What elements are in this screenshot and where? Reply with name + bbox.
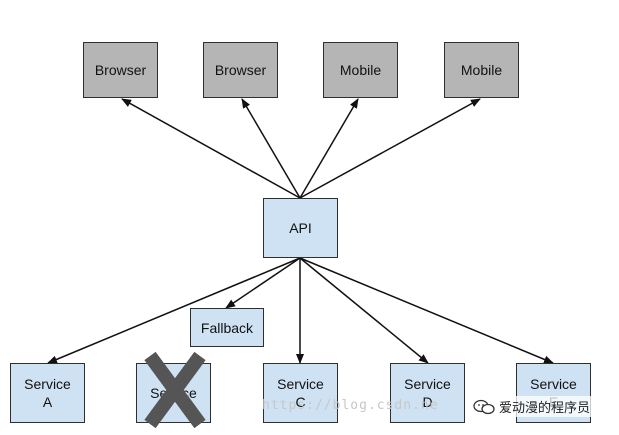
api-label: API — [289, 220, 312, 236]
edge-api-service-d — [299, 257, 429, 364]
client-label: Mobile — [460, 62, 503, 78]
client-mobile-1: Mobile — [323, 42, 398, 98]
fallback-node: Fallback — [190, 308, 264, 347]
service-label: Service — [530, 376, 577, 392]
service-id: A — [42, 394, 53, 410]
edge-api-mobile-1 — [299, 98, 359, 199]
edge-api-fallback — [225, 257, 301, 309]
client-mobile-2: Mobile — [444, 42, 519, 98]
edge-api-mobile-2 — [299, 98, 481, 199]
service-a: Service A — [10, 363, 85, 423]
watermark-url: https://blog.csdn.ne — [262, 398, 439, 413]
client-browser-1: Browser — [83, 42, 158, 98]
service-id: D — [422, 394, 433, 410]
service-label: Service — [277, 376, 324, 392]
brand-text: 爱动漫的程序员 — [499, 401, 591, 416]
fallback-label: Fallback — [200, 319, 254, 336]
edge-api-service-a — [47, 257, 301, 364]
client-label: Browser — [214, 62, 267, 78]
wechat-icon — [473, 399, 495, 414]
service-c: Service C — [263, 363, 338, 423]
service-d: Service D — [390, 363, 465, 423]
watermark-brand: 爱动漫的程序员 — [470, 396, 594, 417]
client-label: Mobile — [339, 62, 382, 78]
service-label: Service — [404, 376, 451, 392]
client-browser-2: Browser — [203, 42, 278, 98]
service-id: C — [295, 394, 306, 410]
edge-api-browser-1 — [121, 98, 301, 199]
client-label: Browser — [94, 62, 147, 78]
edge-api-service-e — [299, 257, 554, 364]
api-node: API — [263, 198, 338, 258]
service-label: Service — [24, 376, 71, 392]
edge-api-browser-2 — [241, 98, 301, 199]
failure-x-icon — [144, 352, 206, 428]
